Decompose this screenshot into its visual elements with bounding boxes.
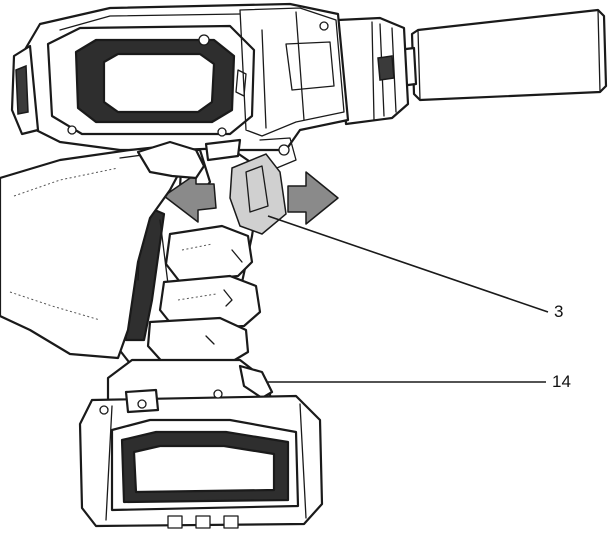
hand xyxy=(0,140,262,368)
nose-housing xyxy=(336,16,410,126)
leader-line-3 xyxy=(267,215,549,313)
arrow-right xyxy=(287,171,339,225)
tool-body xyxy=(10,2,350,152)
battery-pack xyxy=(78,358,324,529)
callout-14: 14 xyxy=(552,372,571,391)
callout-3: 3 xyxy=(554,302,564,321)
socket xyxy=(396,8,608,102)
direction-lever xyxy=(229,153,287,235)
